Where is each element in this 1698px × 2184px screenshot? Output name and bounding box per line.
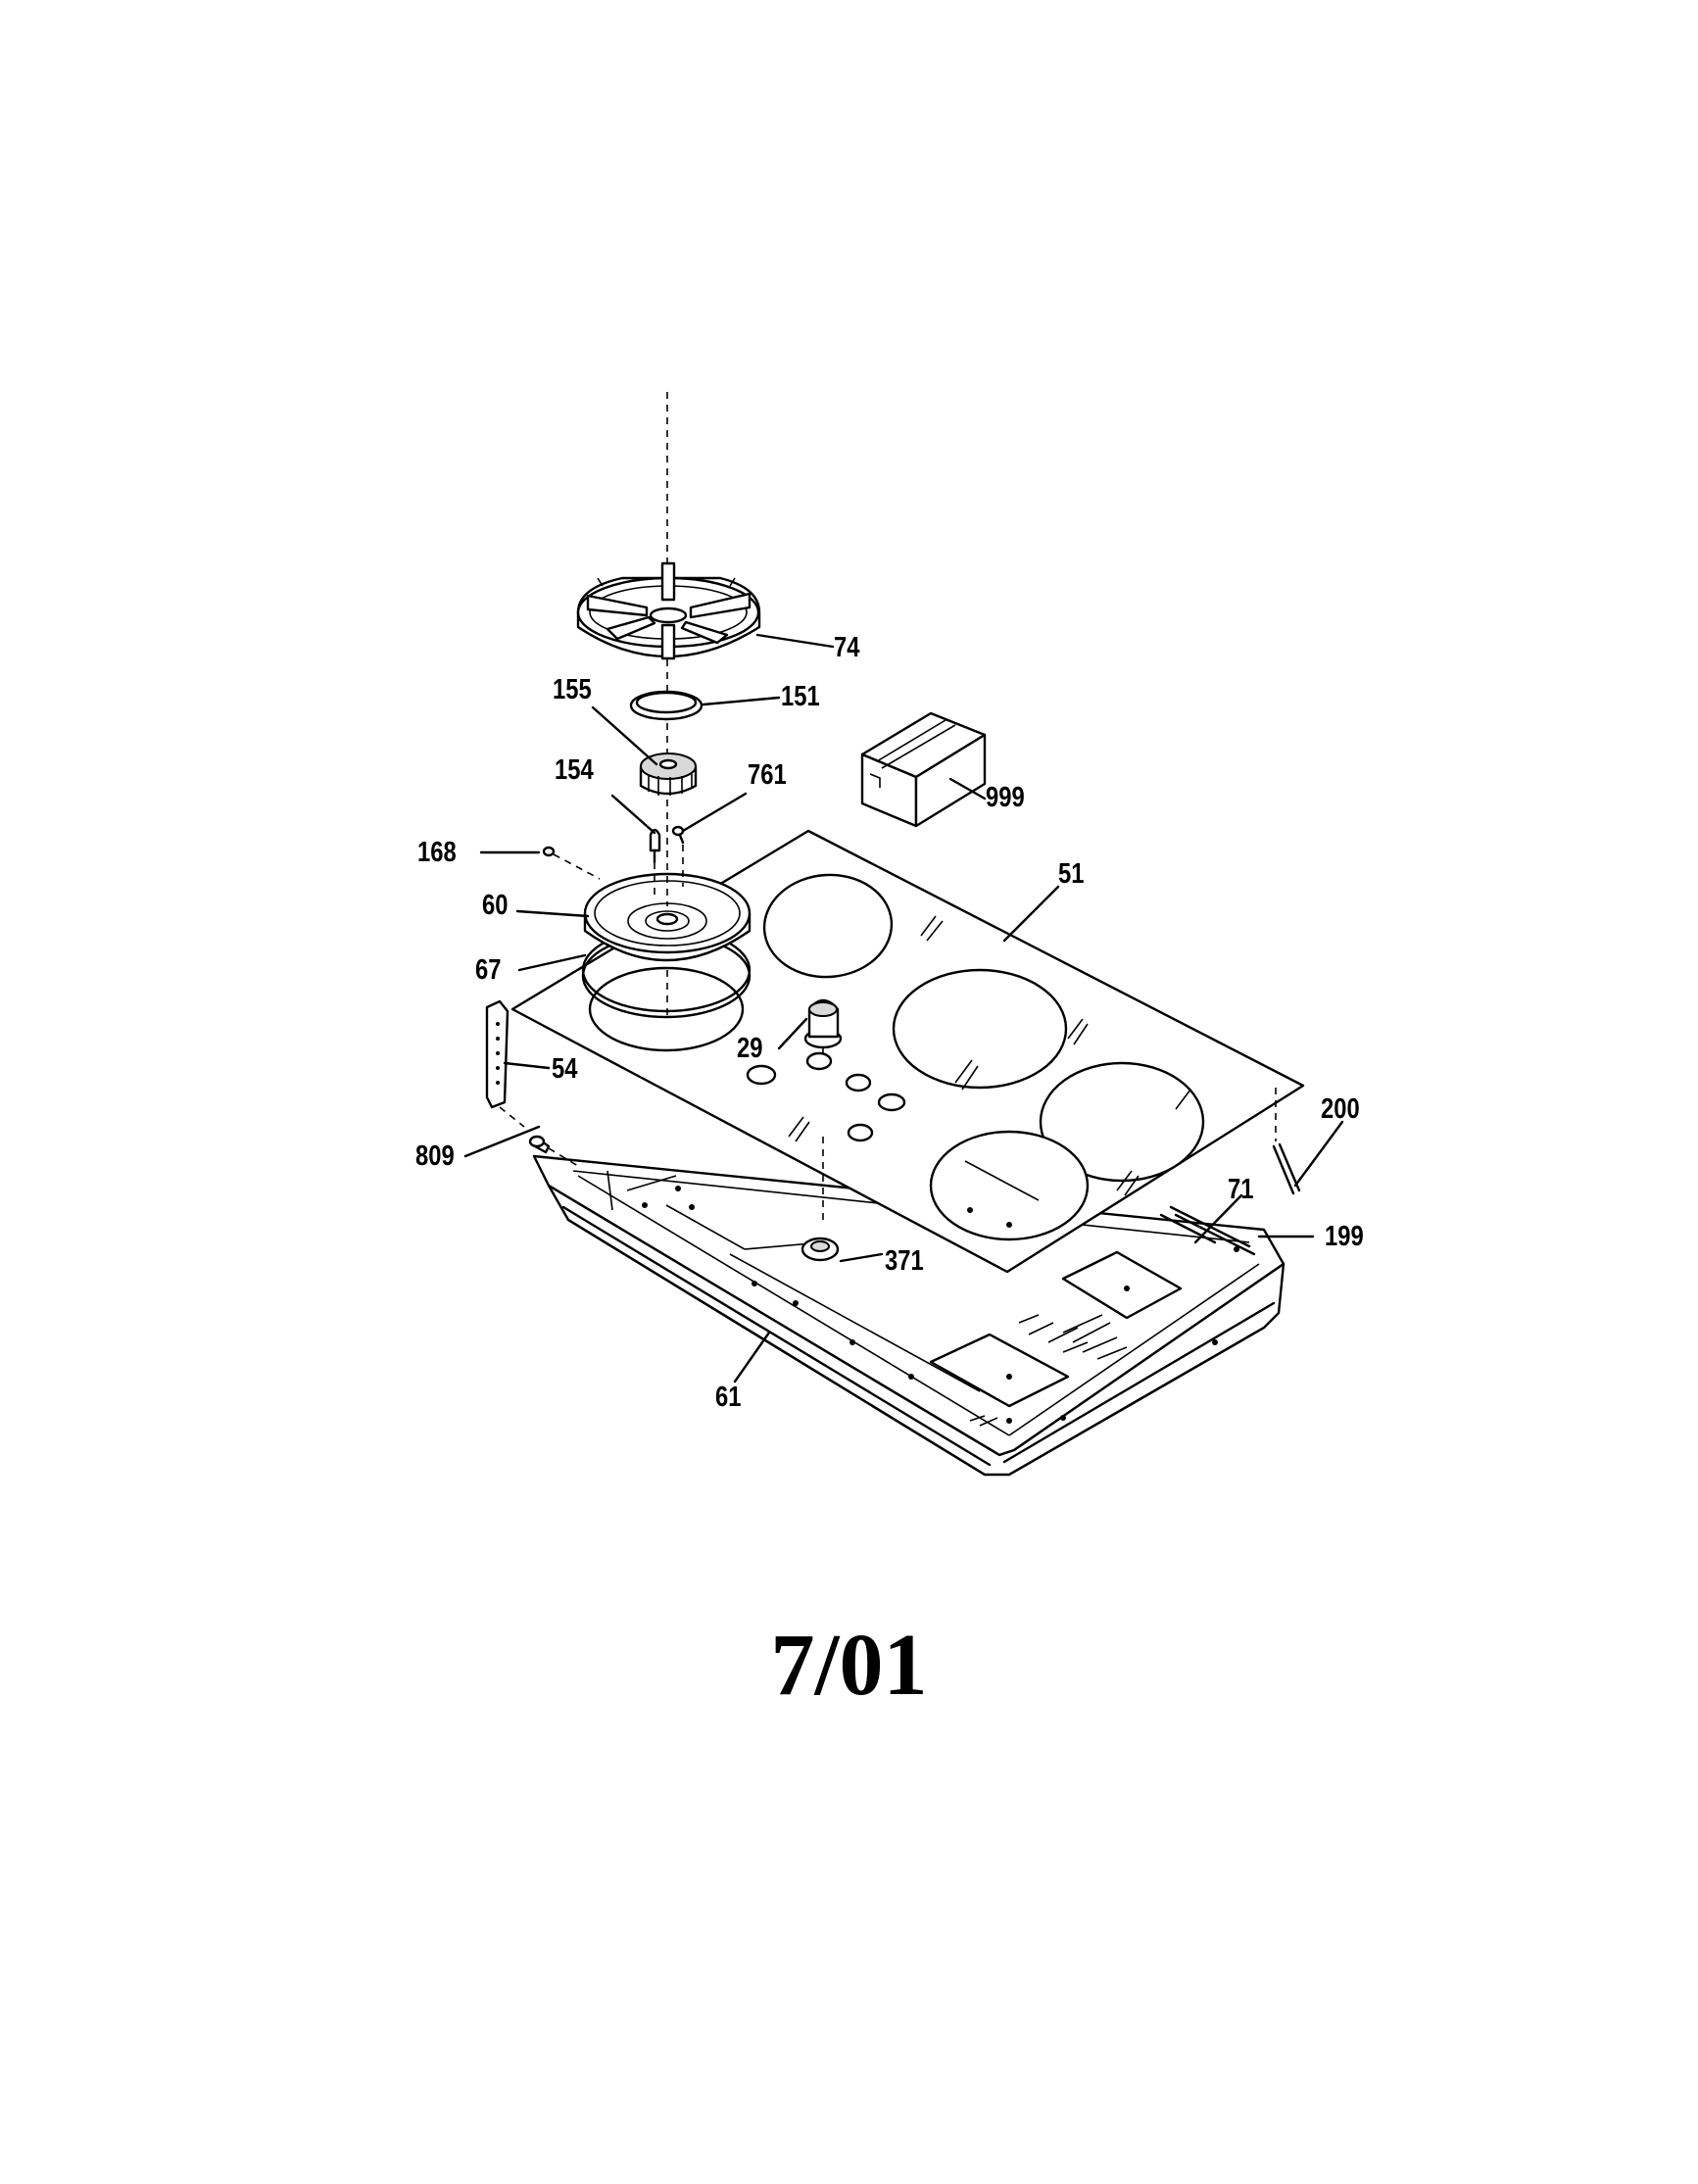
part-label-809: 809 — [415, 1141, 455, 1172]
part-label-200: 200 — [1321, 1093, 1360, 1125]
part-label-61: 61 — [715, 1382, 742, 1413]
rod-part-200 — [1272, 1088, 1301, 1195]
part-label-67: 67 — [475, 954, 502, 986]
grate-part-74 — [576, 561, 761, 660]
base-pan-part-61 — [532, 1154, 1286, 1477]
leader-lines — [463, 633, 1344, 1383]
part-label-151: 151 — [781, 681, 820, 712]
screw-part-809 — [528, 1135, 579, 1167]
box-part-999 — [860, 711, 987, 828]
screw-part-168 — [542, 846, 601, 880]
burner-cap-part-151 — [629, 690, 703, 721]
part-label-51: 51 — [1058, 858, 1085, 890]
bracket-part-54 — [485, 999, 525, 1128]
knob-part-29 — [803, 998, 843, 1058]
screw-part-761 — [671, 825, 685, 887]
part-label-54: 54 — [552, 1053, 578, 1085]
part-label-155: 155 — [553, 674, 592, 705]
revision-date: 7/01 — [770, 1617, 928, 1714]
part-label-761: 761 — [748, 759, 787, 791]
part-label-154: 154 — [555, 754, 594, 786]
part-label-71: 71 — [1228, 1174, 1254, 1205]
burner-head-part-155 — [639, 752, 698, 796]
part-label-168: 168 — [417, 837, 457, 868]
part-label-74: 74 — [834, 632, 860, 663]
grommet-part-371 — [800, 1137, 840, 1262]
electrode-part-154 — [649, 828, 661, 897]
part-label-60: 60 — [482, 890, 509, 921]
part-label-29: 29 — [737, 1033, 763, 1064]
part-label-999: 999 — [986, 782, 1025, 813]
part-label-371: 371 — [885, 1245, 924, 1277]
part-label-199: 199 — [1325, 1221, 1364, 1252]
